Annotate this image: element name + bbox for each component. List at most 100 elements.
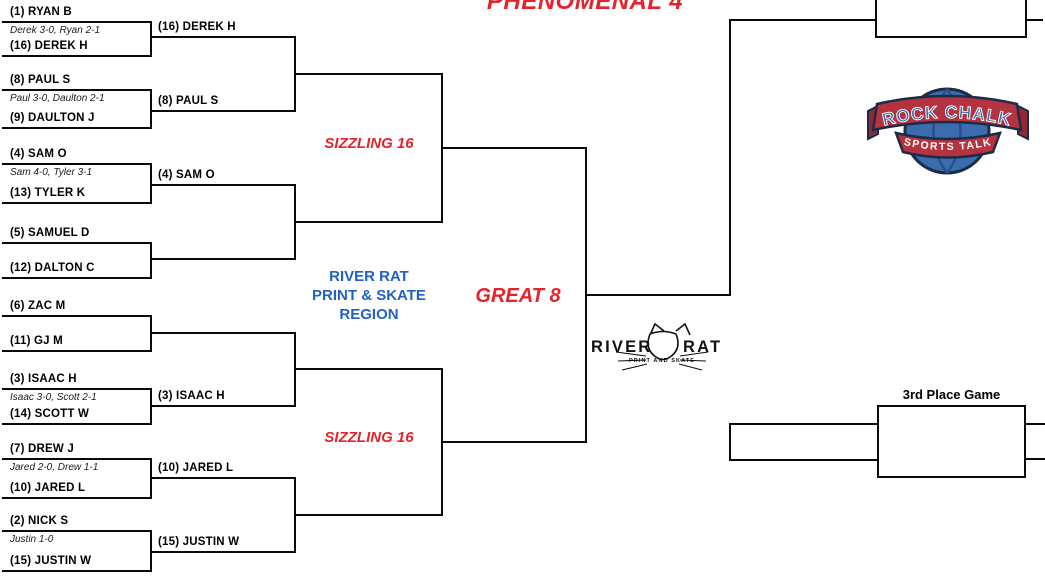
- series-result: Jared 2-0, Drew 1-1: [10, 462, 99, 473]
- region-name-line2: PRINT & SKATE: [312, 287, 426, 304]
- bracket-line: [443, 441, 587, 443]
- rat-whiskers-left: [615, 351, 648, 371]
- rat-whiskers-right: [678, 351, 709, 371]
- bracket-line: [2, 277, 151, 279]
- banner-main: [871, 94, 1023, 132]
- player-slot: (12) DALTON C: [10, 262, 95, 274]
- bracket-line: [1026, 423, 1045, 425]
- bracket-line: [2, 423, 151, 425]
- bracket-line: [150, 388, 152, 425]
- region-name-line1: RIVER RAT: [329, 268, 409, 285]
- bracket-line: [2, 497, 151, 499]
- round-label-sizzling-16-top: SIZZLING 16: [324, 135, 414, 152]
- player-slot: (15) JUSTIN W: [10, 555, 92, 567]
- player-slot: (16) DEREK H: [10, 40, 88, 52]
- bracket-line: [296, 368, 443, 370]
- winner-slot: (8) PAUL S: [158, 95, 219, 107]
- bracket-line: [150, 315, 152, 352]
- bracket-line: [294, 36, 296, 112]
- player-slot: (8) PAUL S: [10, 74, 71, 86]
- third-place-match-box: [877, 405, 1026, 478]
- bracket-line: [729, 19, 731, 296]
- bracket-line: [150, 21, 152, 57]
- player-slot: (4) SAM O: [10, 148, 67, 160]
- bracket-line: [2, 163, 151, 165]
- winner-slot: (15) JUSTIN W: [158, 536, 240, 548]
- winner-slot: (3) ISAAC H: [158, 390, 225, 402]
- player-slot: (1) RYAN B: [10, 6, 72, 18]
- rat-ear-right: [675, 322, 691, 336]
- player-slot: (7) DREW J: [10, 443, 74, 455]
- series-result: Isaac 3-0, Scott 2-1: [10, 392, 97, 403]
- third-place-title: 3rd Place Game: [902, 387, 1001, 402]
- bracket-line: [152, 477, 296, 479]
- bracket-line: [2, 242, 151, 244]
- bracket-line: [2, 21, 151, 23]
- bracket-line: [2, 530, 151, 532]
- bracket-line: [150, 458, 152, 499]
- player-slot: (9) DAULTON J: [10, 112, 95, 124]
- bracket-line: [2, 388, 151, 390]
- bracket-line: [296, 514, 443, 516]
- bracket-line: [294, 477, 296, 553]
- winner-slot: (16) DEREK H: [158, 21, 236, 33]
- bracket-line: [2, 55, 151, 57]
- ribbon-lower: [894, 131, 1002, 159]
- bracket-line: [2, 202, 151, 204]
- series-result: Sam 4-0, Tyler 3-1: [10, 167, 93, 178]
- bracket-line: [2, 315, 151, 317]
- bracket-line: [441, 73, 443, 223]
- series-result: Justin 1-0: [10, 534, 54, 545]
- bracket-line: [1027, 19, 1043, 21]
- bracket-line: [150, 530, 152, 572]
- bracket-line: [152, 184, 296, 186]
- bracket-line: [1026, 458, 1045, 460]
- bracket-line: [729, 423, 877, 425]
- bracket-line: [1025, 0, 1027, 38]
- round-label-sizzling-16-bottom: SIZZLING 16: [324, 429, 414, 446]
- player-slot: (14) SCOTT W: [10, 408, 90, 420]
- print-and-skate-text: PRINT AND SKATE: [629, 358, 695, 364]
- bracket-line: [443, 147, 587, 149]
- bracket-line: [152, 36, 296, 38]
- bracket-line: [441, 368, 443, 516]
- bracket-line: [296, 73, 443, 75]
- bracket-line: [150, 89, 152, 129]
- player-slot: (11) GJ M: [10, 335, 63, 347]
- bracket-line: [152, 551, 296, 553]
- bracket-line: [2, 89, 151, 91]
- series-result: Derek 3-0, Ryan 2-1: [10, 25, 101, 36]
- player-slot: (10) JARED L: [10, 482, 86, 494]
- bracket-line: [2, 127, 151, 129]
- bracket-line: [729, 19, 876, 21]
- series-result: Paul 3-0, Daulton 2-1: [10, 93, 105, 104]
- bracket-line: [294, 184, 296, 260]
- sports-talk-text: SPORTS TALK: [903, 136, 992, 153]
- bracket-line: [2, 350, 151, 352]
- player-slot: (6) ZAC M: [10, 300, 66, 312]
- river-text: RIVER: [591, 338, 652, 356]
- bracket-line: [729, 459, 877, 461]
- winner-slot: (4) SAM O: [158, 169, 215, 181]
- bracket-line: [875, 0, 877, 38]
- region-name-line3: REGION: [339, 306, 399, 323]
- bracket-line: [587, 294, 730, 296]
- svg-text:SPORTS TALK: SPORTS TALK: [903, 136, 993, 153]
- bracket-line: [150, 242, 152, 279]
- rat-face-icon: [647, 330, 679, 361]
- rat-text: RAT: [683, 338, 722, 356]
- player-slot: (13) TYLER K: [10, 187, 86, 199]
- river-rat-logo: RIVER RAT PRINT AND SKATE: [591, 322, 722, 371]
- round-label-great-8: GREAT 8: [475, 285, 561, 307]
- bracket-line: [152, 110, 296, 112]
- bracket-line: [150, 163, 152, 204]
- round-label-phenomenal-4: PHENOMENAL 4: [486, 0, 684, 15]
- region-name-label: RIVER RAT PRINT & SKATE REGION: [295, 267, 443, 324]
- bracket-line: [294, 332, 296, 407]
- bracket-line: [152, 405, 296, 407]
- bracket-line: [2, 570, 151, 572]
- bracket-line: [152, 258, 296, 260]
- player-slot: (2) NICK S: [10, 515, 69, 527]
- bracket-line: [296, 221, 443, 223]
